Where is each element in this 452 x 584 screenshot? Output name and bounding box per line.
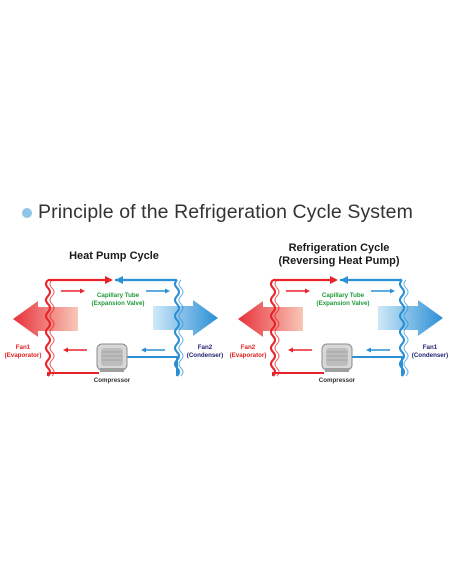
cycle-graphic — [13, 276, 218, 377]
compressor-label: Compressor — [93, 377, 131, 384]
panel-heading: Refrigeration Cycle — [288, 242, 390, 254]
compressor-icon — [321, 343, 353, 372]
page-title: Principle of the Refrigeration Cycle Sys… — [38, 200, 413, 223]
fan-left-label: Fan1 (Evaporator) — [4, 344, 42, 359]
coil-icon — [45, 279, 51, 377]
fan-right-label: Fan2 (Condenser) — [186, 344, 224, 359]
capillary-tube-label: Capillary Tube (Expansion Valve) — [316, 292, 370, 307]
hot-air-arrow-icon — [13, 301, 78, 337]
panel-subheading: (Reversing Heat Pump) — [278, 255, 400, 267]
bullet-icon — [22, 208, 32, 218]
title-row: Principle of the Refrigeration Cycle Sys… — [22, 199, 413, 225]
panel-heading: Heat Pump Cycle — [69, 250, 159, 262]
fan-right-label: Fan1 (Condenser) — [411, 344, 449, 359]
coil-icon — [270, 279, 276, 377]
compressor-label: Compressor — [318, 377, 356, 384]
fan-left-label: Fan2 (Evaporator) — [229, 344, 267, 359]
refrigeration-cycle-diagram: Refrigeration Cycle (Reversing Heat Pump… — [228, 240, 450, 390]
capillary-tube-label: Capillary Tube (Expansion Valve) — [91, 292, 145, 307]
compressor-icon — [96, 343, 128, 372]
hot-air-arrow-icon — [238, 301, 303, 337]
heat-pump-cycle-diagram: Heat Pump Cycle — [3, 240, 225, 390]
cold-air-arrow-icon — [153, 300, 218, 336]
cold-air-arrow-icon — [378, 300, 443, 336]
cycle-graphic — [238, 276, 443, 377]
